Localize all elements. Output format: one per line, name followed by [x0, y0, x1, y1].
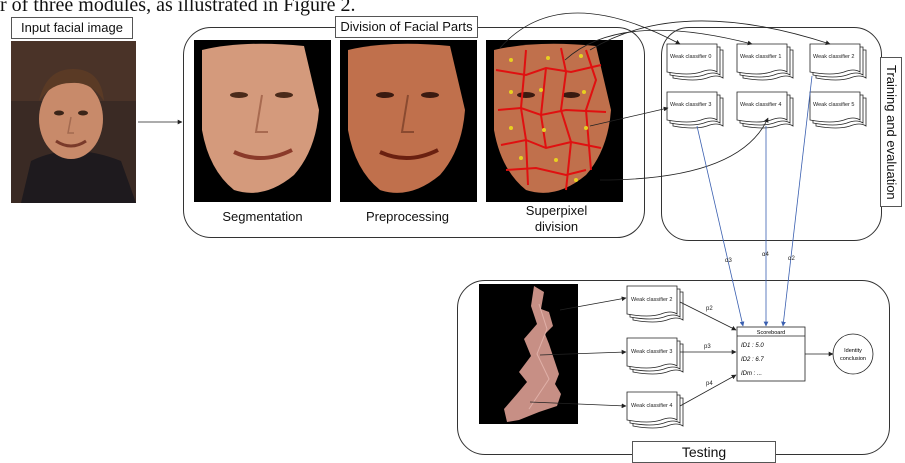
- input-face-photo: [11, 41, 136, 203]
- test-classifier-4: [626, 391, 684, 429]
- alpha-arrow-2: [781, 75, 813, 327]
- scoreboard-row-3: IDm : ...: [741, 371, 762, 377]
- p-arrow-4: [679, 374, 737, 407]
- train-classifier-4-label: Weak classifier 4: [740, 102, 781, 108]
- curve-arrow-1: [564, 29, 753, 61]
- training-label: Training and evaluation: [880, 57, 902, 207]
- scoreboard-title: Scoreboard: [757, 330, 785, 336]
- train-classifier-3: [666, 91, 724, 129]
- straight-arrow-3: [589, 106, 669, 127]
- test-classifier-4-label: Weak classifier 4: [631, 403, 672, 409]
- train-classifier-3-label: Weak classifier 3: [670, 102, 711, 108]
- caption-superpixel-1: Superpixel: [525, 203, 588, 218]
- preprocessing-face: [340, 40, 477, 202]
- alpha-label-3: α3: [725, 258, 732, 264]
- identity-circle: Identity conclusion: [832, 333, 874, 375]
- segmentation-face: [194, 40, 331, 202]
- superpixel-face: [486, 40, 623, 202]
- train-classifier-5: [809, 91, 867, 129]
- curve-arrow-4: [599, 117, 769, 181]
- division-label: Division of Facial Parts: [335, 16, 478, 38]
- train-classifier-4: [736, 91, 794, 129]
- train-classifier-0: [666, 43, 724, 81]
- test-classifier-2-label: Weak classifier 2: [631, 297, 672, 303]
- p-label-4: p4: [706, 381, 713, 387]
- train-classifier-2-label: Weak classifier 2: [813, 54, 854, 60]
- caption-superpixel-2: division: [534, 219, 579, 234]
- curve-arrow-2: [589, 20, 831, 51]
- region-arrow-2: [559, 296, 627, 311]
- train-classifier-0-label: Weak classifier 0: [670, 54, 711, 60]
- alpha-label-4: α4: [762, 252, 769, 258]
- header-text: r of three modules, as illustrated in Fi…: [0, 0, 905, 17]
- segmentation-face-svg: [194, 40, 331, 202]
- identity-label-1: Identity: [844, 348, 862, 354]
- region-arrow-4: [529, 401, 627, 409]
- train-classifier-5-label: Weak classifier 5: [813, 102, 854, 108]
- train-classifier-2: [809, 43, 867, 81]
- p-label-2: p2: [706, 306, 713, 312]
- alpha-label-2: α2: [788, 256, 795, 262]
- train-classifier-1-label: Weak classifier 1: [740, 54, 781, 60]
- test-classifier-2: [626, 285, 684, 323]
- caption-preprocessing: Preprocessing: [365, 209, 450, 224]
- p-label-3: p3: [704, 344, 711, 350]
- p-arrow-2: [679, 301, 737, 331]
- scoreboard-row-2: ID2 : 6.7: [741, 357, 764, 363]
- scoreboard-row-1: ID1 : 5.0: [741, 343, 764, 349]
- input-face-svg: [11, 41, 136, 203]
- train-classifier-1: [736, 43, 794, 81]
- caption-segmentation: Segmentation: [222, 209, 303, 224]
- region-arrow-3: [539, 349, 627, 356]
- test-classifier-3-label: Weak classifier 3: [631, 349, 672, 355]
- alpha-arrow-3: [696, 125, 745, 327]
- scoreboard: Scoreboard ID1 : 5.0 ID2 : 6.7 IDm : ...: [736, 326, 806, 382]
- input-label: Input facial image: [11, 17, 133, 39]
- test-classifier-3: [626, 337, 684, 375]
- identity-label-2: conclusion: [840, 356, 866, 362]
- superpixel-face-svg: [486, 40, 623, 202]
- preprocessing-face-svg: [340, 40, 477, 202]
- header-text-span: r of three modules, as illustrated in Fi…: [0, 0, 356, 16]
